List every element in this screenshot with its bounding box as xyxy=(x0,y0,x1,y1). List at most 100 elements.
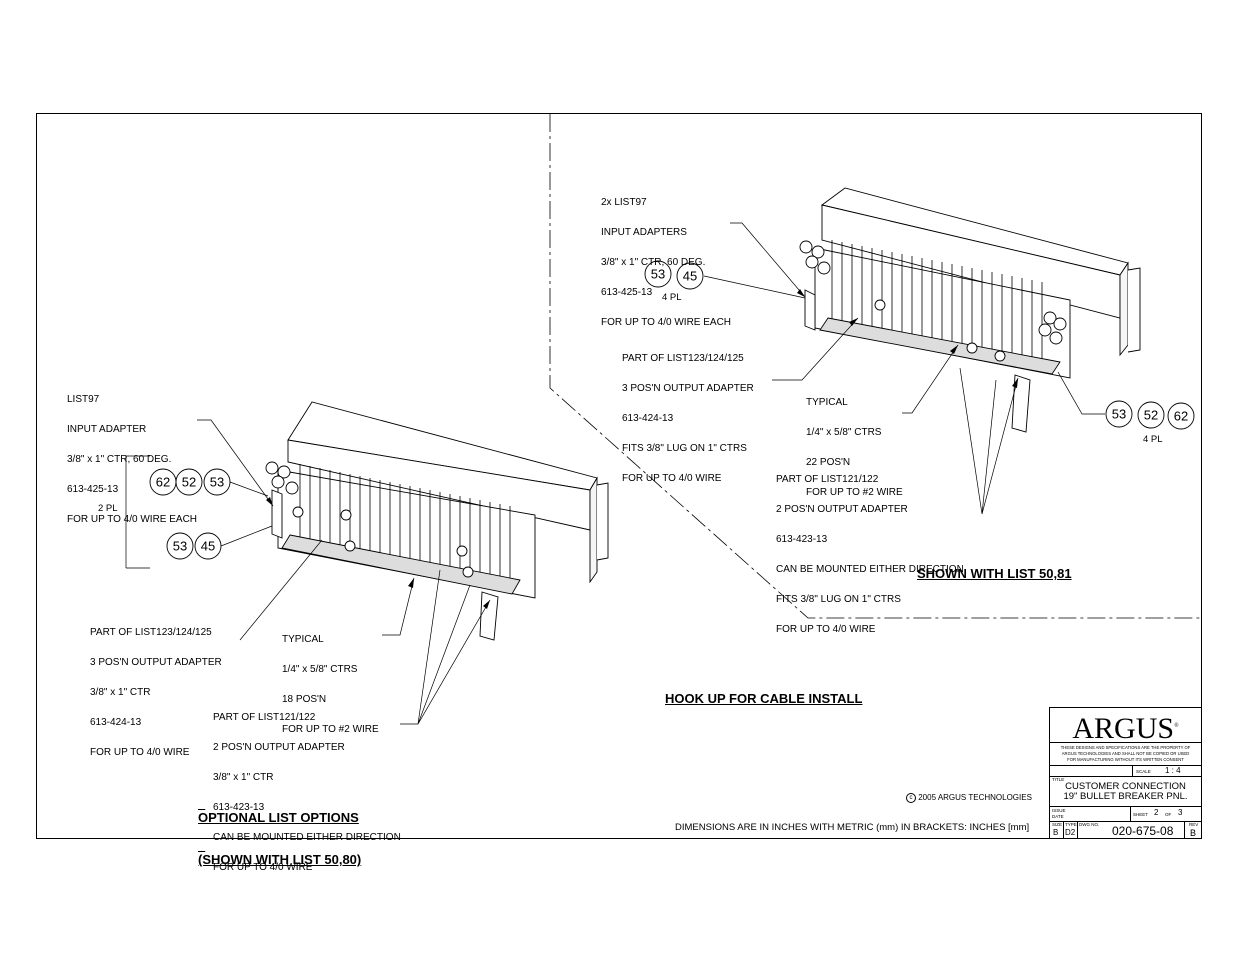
note-line: FOR UP TO 4/0 WIRE EACH xyxy=(67,514,198,525)
note-line: FITS 3/8" LUG ON 1" CTRS xyxy=(776,594,901,605)
copyright-text: 2005 ARGUS TECHNOLOGIES xyxy=(918,793,1032,803)
leader-arrowheads xyxy=(266,289,1018,609)
balloon-number: 53 xyxy=(173,539,187,554)
date-label: DATE xyxy=(1052,814,1064,819)
note-line: 1/4" x 5/8" CTRS xyxy=(806,427,882,438)
sheet-label: SHEET xyxy=(1133,812,1149,817)
place-count-right-bottom: 4 PL xyxy=(1143,434,1163,445)
note-line: LIST97 xyxy=(67,394,100,405)
place-count-left: 2 PL xyxy=(98,503,118,514)
rev-label: REV xyxy=(1189,822,1199,827)
size-value: B xyxy=(1053,828,1059,837)
note-line: FOR UP TO 4/0 WIRE xyxy=(776,624,876,635)
disclaimer: THESE DESIGNS AND SPECIFICATIONS ARE THE… xyxy=(1060,745,1191,762)
balloon xyxy=(194,532,222,560)
sheet-number: 2 xyxy=(1154,808,1159,817)
breaker-panel-left xyxy=(265,401,609,641)
note-left-2pos-adapter: PART OF LIST121/122 2 POS'N OUTPUT ADAPT… xyxy=(213,693,401,883)
balloon xyxy=(644,260,672,288)
note-line: FOR UP TO #2 WIRE xyxy=(282,724,379,735)
note-line: PART OF LIST123/124/125 xyxy=(90,627,212,638)
heading-shown-with-list-50-81: SHOWN WITH LIST 50,81 xyxy=(917,566,1072,581)
note-line: 3 POS'N OUTPUT ADAPTER xyxy=(90,657,222,668)
drawing-frame xyxy=(36,113,1202,839)
note-line: 18 POS'N xyxy=(282,694,327,705)
note-line: INPUT ADAPTER xyxy=(67,424,147,435)
title-label: TITLE xyxy=(1052,777,1065,782)
note-line: FOR UP TO #2 WIRE xyxy=(806,487,903,498)
of-label: OF xyxy=(1165,812,1172,817)
note-left-typical: TYPICAL 1/4" x 5/8" CTRS 18 POS'N FOR UP… xyxy=(282,615,379,745)
note-line: TYPICAL xyxy=(282,634,324,645)
place-count-right-top: 4 PL xyxy=(662,292,682,303)
note-line: 613-423-13 xyxy=(776,534,828,545)
logo-text: ARGUS xyxy=(1072,712,1175,745)
balloon-group-left-bottom: 53 45 xyxy=(166,532,222,560)
drawing-number: 020-675-08 xyxy=(1112,824,1174,838)
balloon-group-right-bottom: 53 52 62 xyxy=(1105,400,1195,430)
note-right-2pos-adapter: PART OF LIST121/122 2 POS'N OUTPUT ADAPT… xyxy=(776,455,964,645)
note-line: FITS 3/8" LUG ON 1" CTRS xyxy=(622,443,747,454)
balloon-number: 53 xyxy=(1112,407,1126,422)
heading-line: (SHOWN WITH LIST 50,80) xyxy=(198,852,362,867)
note-right-output-adapter: PART OF LIST123/124/125 3 POS'N OUTPUT A… xyxy=(622,334,754,494)
balloon-group-right-top: 53 45 xyxy=(644,260,704,290)
balloon-group-left-top: 62 52 53 xyxy=(149,468,231,496)
note-line: PART OF LIST121/122 xyxy=(213,712,316,723)
title-line: CUSTOMER CONNECTION xyxy=(1065,781,1186,792)
note-line: FOR UP TO 4/0 WIRE xyxy=(213,862,313,873)
note-line: 613-423-13 xyxy=(213,802,265,813)
note-line: PART OF LIST123/124/125 xyxy=(622,353,744,364)
view-separator-line xyxy=(549,114,1200,619)
logo-mark: ® xyxy=(1174,723,1179,729)
type-value: D2 xyxy=(1065,828,1076,837)
balloon-number: 45 xyxy=(201,539,215,554)
type-label: TYPE xyxy=(1065,822,1077,827)
argus-logo: ARGUS® xyxy=(1050,712,1201,746)
balloon xyxy=(1137,401,1165,429)
note-line: CAN BE MOUNTED EITHER DIRECTION xyxy=(213,832,401,843)
sheet-total: 3 xyxy=(1178,808,1183,817)
note-line: TYPICAL xyxy=(806,397,848,408)
note-line: 3/8" x 1" CTR xyxy=(90,687,151,698)
note-line: 2 POS'N OUTPUT ADAPTER xyxy=(213,742,345,753)
leader-lines xyxy=(125,222,1105,725)
title-block: ARGUS® THESE DESIGNS AND SPECIFICATIONS … xyxy=(1049,707,1202,839)
note-line: PART OF LIST121/122 xyxy=(776,474,879,485)
balloon xyxy=(166,532,194,560)
balloon xyxy=(175,468,203,496)
balloon-number: 53 xyxy=(651,267,665,282)
heading-line: OPTIONAL LIST OPTIONS xyxy=(198,810,359,825)
revision: B xyxy=(1190,828,1197,838)
note-line: FOR UP TO 4/0 WIRE xyxy=(90,747,190,758)
note-line: 613-424-13 xyxy=(622,413,674,424)
scale-label: SCALE xyxy=(1136,769,1151,774)
note-right-typical: TYPICAL 1/4" x 5/8" CTRS 22 POS'N FOR UP… xyxy=(806,378,903,508)
note-line: 3 POS'N OUTPUT ADAPTER xyxy=(622,383,754,394)
balloon xyxy=(676,262,704,290)
breaker-panel-right xyxy=(799,187,1141,433)
note-line: 1/4" x 5/8" CTRS xyxy=(282,664,358,675)
note-line: 2 POS'N OUTPUT ADAPTER xyxy=(776,504,908,515)
note-line: 613-425-13 xyxy=(601,287,653,298)
note-line: 22 POS'N xyxy=(806,457,851,468)
scale-value: 1 : 4 xyxy=(1165,766,1181,775)
copyright: c 2005 ARGUS TECHNOLOGIES xyxy=(906,793,1032,803)
note-right-input-adapter: 2x LIST97 INPUT ADAPTERS 3/8" x 1" CTR, … xyxy=(601,178,731,338)
note-line: INPUT ADAPTERS xyxy=(601,227,687,238)
note-line: 3/8" x 1" CTR, 60 DEG. xyxy=(67,454,172,465)
note-line: CAN BE MOUNTED EITHER DIRECTION xyxy=(776,564,964,575)
note-line: 2x LIST97 xyxy=(601,197,647,208)
balloon-number: 62 xyxy=(156,475,170,490)
balloon xyxy=(1105,400,1133,428)
copyright-icon: c xyxy=(906,793,916,803)
balloon xyxy=(203,468,231,496)
dwg-no-label: DWG NO. xyxy=(1079,822,1100,827)
drawing-title: CUSTOMER CONNECTION 19" BULLET BREAKER P… xyxy=(1050,782,1201,802)
note-line: 613-424-13 xyxy=(90,717,142,728)
balloon-number: 52 xyxy=(182,475,196,490)
heading-optional-list-options: OPTIONAL LIST OPTIONS (SHOWN WITH LIST 5… xyxy=(198,783,361,881)
note-line: 3/8" x 1" CTR, 60 DEG. xyxy=(601,257,706,268)
size-label: SIZE xyxy=(1052,822,1063,827)
